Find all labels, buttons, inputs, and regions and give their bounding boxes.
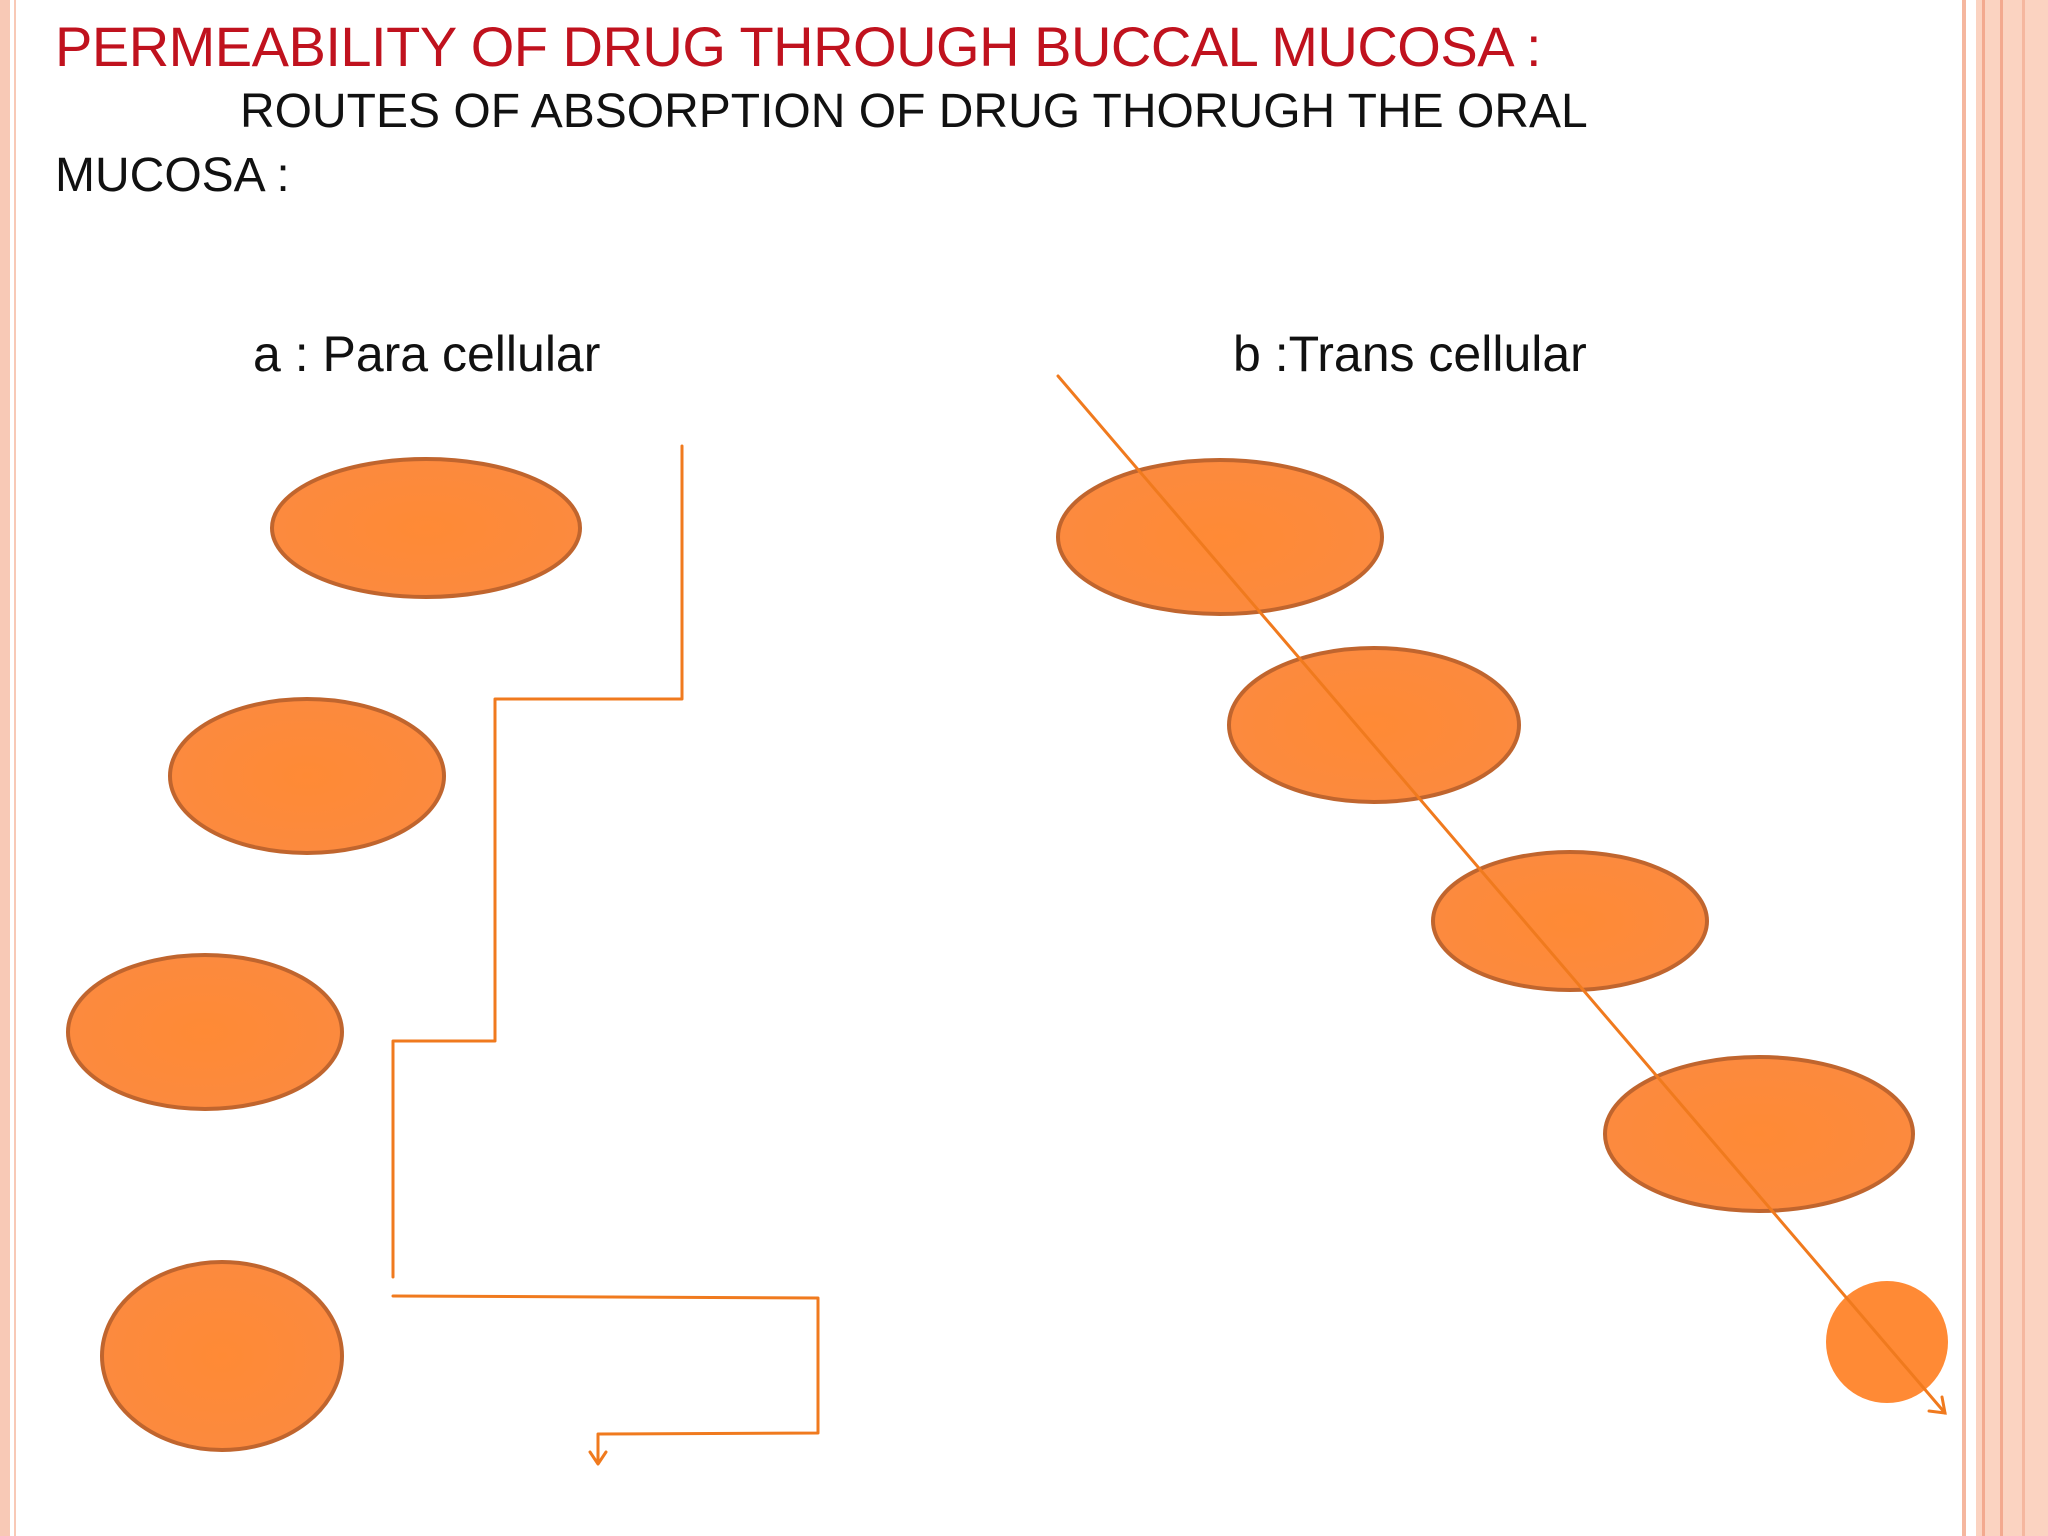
transcellular-label: b :Trans cellular xyxy=(1233,326,1587,382)
subtitle-line1: ROUTES OF ABSORPTION OF DRUG THORUGH THE… xyxy=(240,85,1588,138)
right-border-line xyxy=(2022,0,2025,1536)
left-border xyxy=(0,0,10,1536)
transcellular-cell xyxy=(1603,1055,1915,1213)
paracellular-path-upper xyxy=(391,444,684,1279)
paracellular-cell xyxy=(168,697,446,855)
left-border-line xyxy=(14,0,16,1536)
paracellular-cell xyxy=(100,1260,344,1452)
subtitle-line2: MUCOSA : xyxy=(55,149,290,202)
slide-subtitle: ROUTES OF ABSORPTION OF DRUG THORUGH THE… xyxy=(55,80,1755,208)
transcellular-cell xyxy=(1431,850,1709,992)
paracellular-path-lower xyxy=(391,1294,820,1465)
right-border-line xyxy=(2000,0,2003,1536)
paracellular-arrowhead xyxy=(588,1450,608,1466)
paracellular-cells xyxy=(66,457,582,1452)
right-border-line xyxy=(1962,0,1966,1536)
transcellular-arrowhead xyxy=(1927,1395,1947,1415)
paracellular-cell xyxy=(270,457,582,599)
paracellular-cell xyxy=(66,953,344,1111)
transcellular-cell-small xyxy=(1826,1281,1948,1403)
paracellular-path xyxy=(391,444,820,1466)
transcellular-cell xyxy=(1056,458,1384,616)
right-border-line xyxy=(1982,0,1985,1536)
right-border-band xyxy=(1976,0,2048,1536)
transcellular-cell xyxy=(1227,646,1521,804)
slide-title: PERMEABILITY OF DRUG THROUGH BUCCAL MUCO… xyxy=(55,15,1542,78)
transcellular-path xyxy=(1056,374,1947,1415)
transcellular-path-line xyxy=(1056,374,1947,1415)
paracellular-label: a : Para cellular xyxy=(253,326,601,382)
transcellular-cells xyxy=(1056,458,1948,1403)
